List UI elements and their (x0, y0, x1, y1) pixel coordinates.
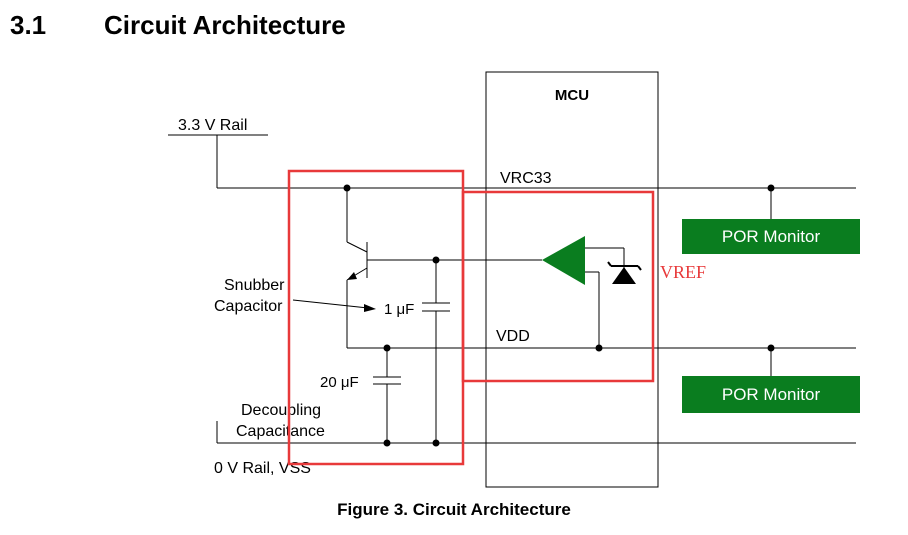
snubber-pointer (292, 299, 369, 309)
snubber-label-line1: Snubber (224, 277, 285, 294)
cap-20uf-label: 20 μF (320, 374, 359, 391)
amplifier-triangle (542, 236, 585, 285)
decoupling-label-line1: Decoupling (241, 402, 321, 419)
vrc33-label: VRC33 (500, 170, 552, 187)
rail-0v-node-b (432, 439, 440, 447)
vref-label: VREF (660, 262, 706, 282)
snubber-label-line2: Capacitor (214, 298, 283, 315)
rail-0v-label: 0 V Rail, VSS (214, 460, 311, 477)
figure-caption: Figure 3. Circuit Architecture (337, 500, 571, 519)
highlight-regulator-box (287, 169, 465, 466)
highlight-reference-box (461, 190, 655, 383)
vdd-label: VDD (496, 328, 530, 345)
por-monitor-bottom-label: POR Monitor (722, 385, 821, 404)
por-monitor-top-box (682, 219, 860, 254)
snubber-pointer-head (364, 304, 376, 312)
zener-diode (612, 267, 636, 284)
section-number: 3.1 (10, 10, 47, 40)
por-monitor-top-label: POR Monitor (722, 227, 821, 246)
por-monitor-bottom-box (682, 376, 860, 413)
decoupling-label-line2: Capacitance (236, 423, 325, 440)
mcu-box (485, 71, 659, 488)
zener-bar-hook-right (637, 265, 642, 271)
transistor-emitter-arrow (347, 272, 357, 280)
mcu-label: MCU (555, 87, 589, 104)
cap-1uf-label: 1 μF (384, 301, 414, 318)
section-title: Circuit Architecture (104, 10, 346, 40)
zener-bar-hook-left (607, 261, 612, 267)
transistor-collector-diag (346, 241, 368, 253)
rail-33v-label: 3.3 V Rail (178, 117, 247, 134)
rail-0v-node-a (383, 439, 391, 447)
